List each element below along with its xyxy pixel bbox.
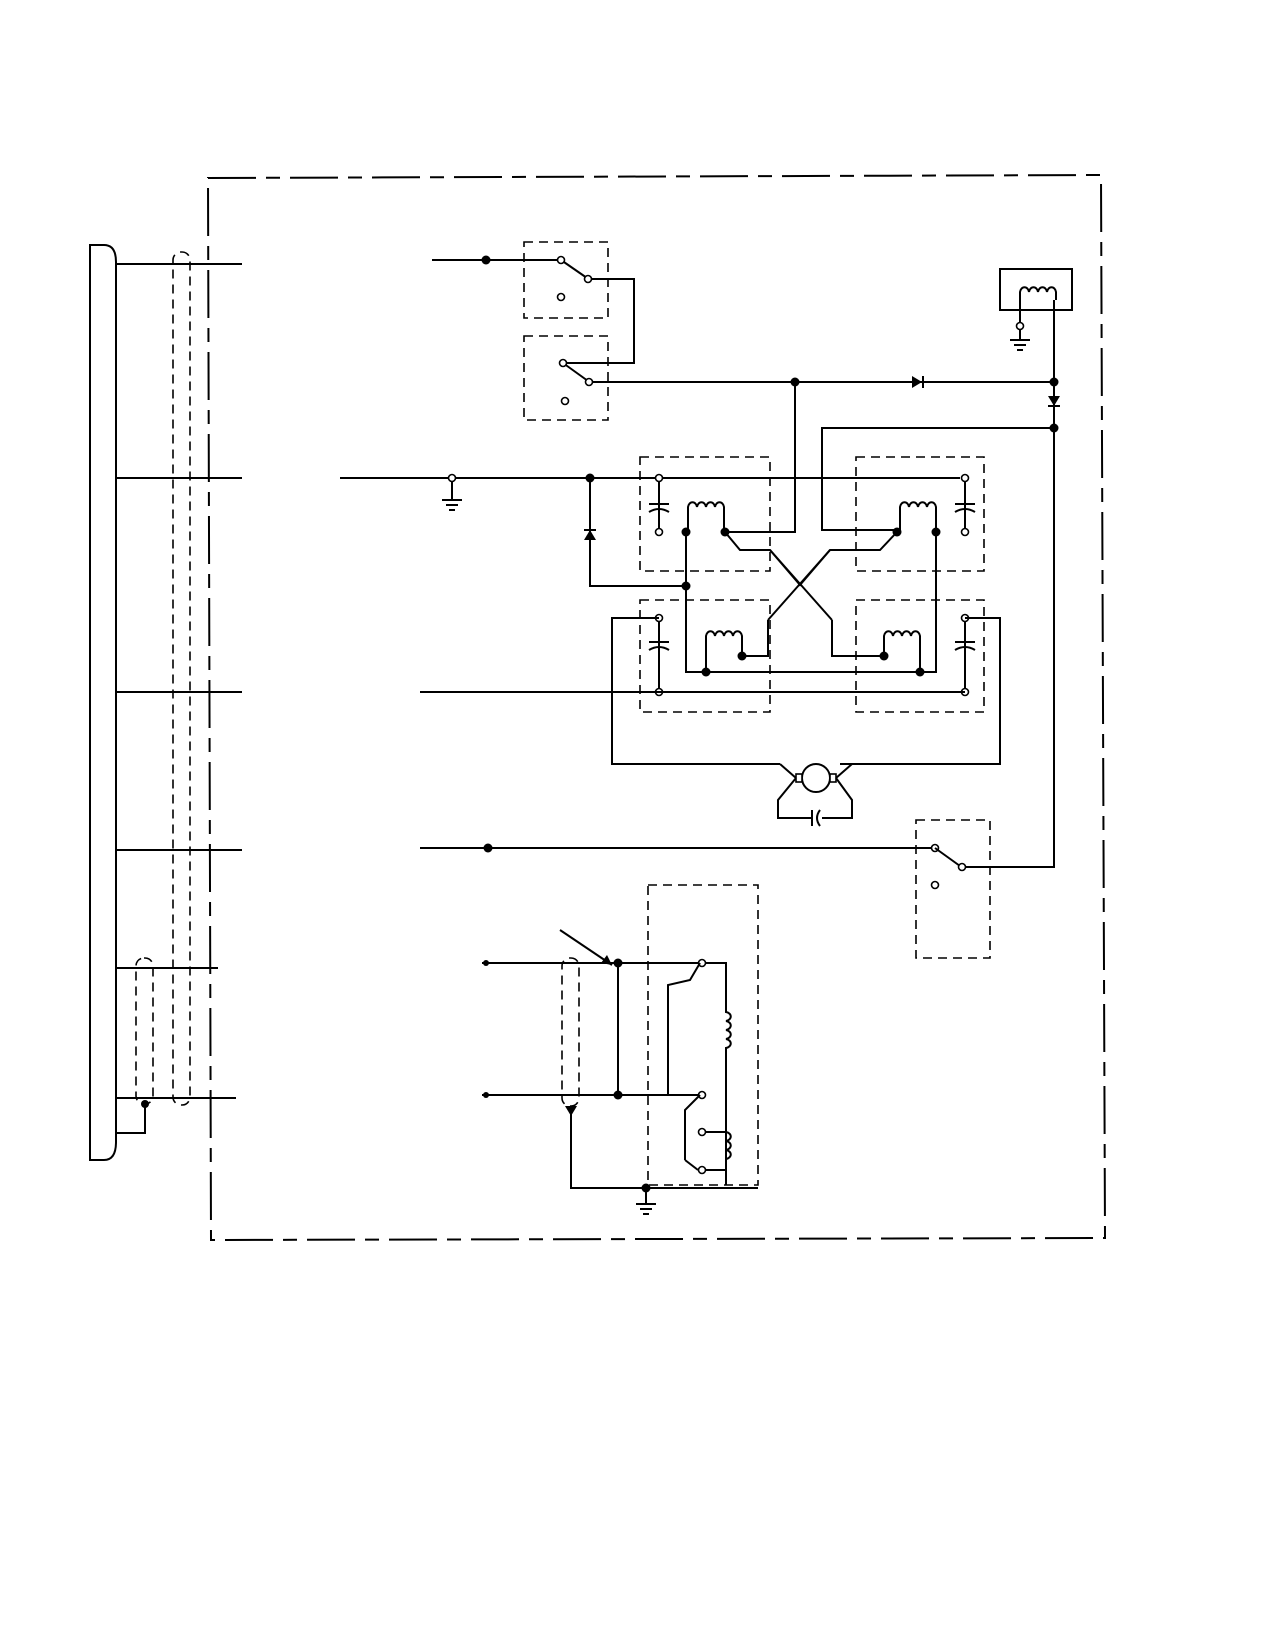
inductor-assembly (482, 884, 759, 1215)
diode-rail (592, 300, 1060, 868)
switch-upper-2 (523, 278, 635, 421)
bridge-wiring (420, 382, 965, 693)
motor-icon (801, 763, 831, 793)
relay-top-left (639, 456, 771, 572)
motor-circuit (611, 617, 1001, 827)
connector-block (89, 244, 242, 1161)
diode-icon (912, 376, 922, 388)
switch-upper-1 (432, 241, 609, 319)
relay-top-right (855, 456, 985, 572)
switch-lower-right (420, 819, 1054, 959)
enclosure-boundary (206, 173, 1107, 1242)
diode-icon (584, 530, 596, 540)
relay-bottom-left (639, 599, 771, 713)
pointer-arrow (559, 929, 613, 966)
supply-line (340, 473, 960, 587)
diode-icon (1048, 396, 1060, 406)
relay-coil-top-right (999, 268, 1073, 351)
